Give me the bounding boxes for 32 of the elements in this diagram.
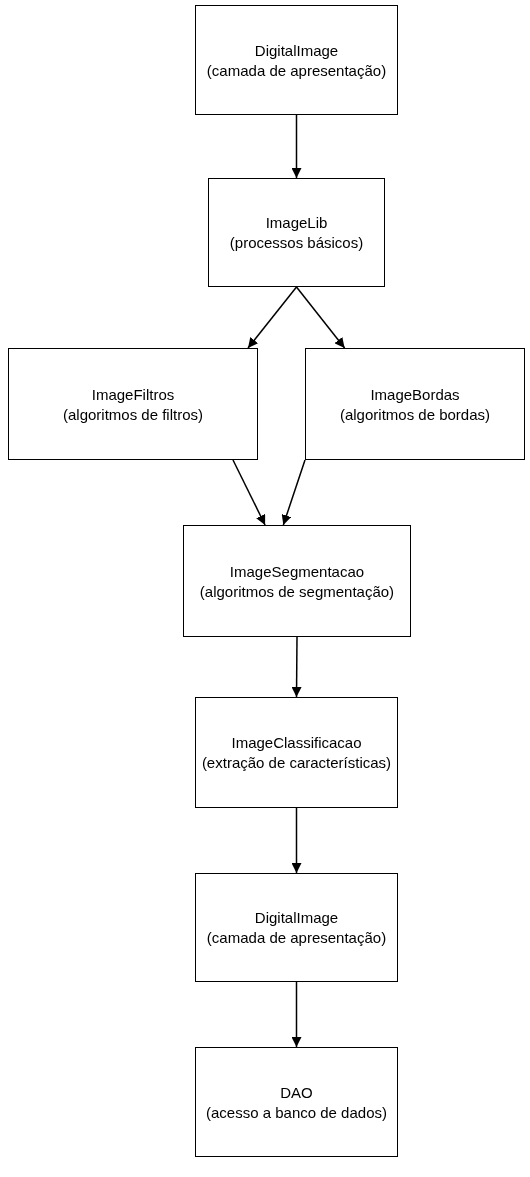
arrow bbox=[291, 636, 302, 698]
box-description: (acesso a banco de dados) bbox=[206, 1103, 387, 1121]
process-box bbox=[305, 348, 525, 460]
box-description: (processos básicos) bbox=[229, 234, 364, 251]
process-box bbox=[8, 348, 258, 460]
arrow bbox=[232, 459, 266, 526]
process-box bbox=[195, 5, 398, 115]
box-description: (algoritmos de segmentação) bbox=[199, 582, 395, 600]
box-title: DigitalImage bbox=[254, 909, 339, 926]
box-description: (algoritmos de filtros) bbox=[62, 405, 203, 423]
process-box bbox=[183, 525, 411, 637]
arrow bbox=[281, 459, 306, 526]
box-title: ImageSegmentacao bbox=[229, 562, 365, 580]
box-description: (extração de características) bbox=[201, 754, 392, 771]
process-box bbox=[208, 178, 385, 287]
arrow bbox=[291, 981, 302, 1048]
arrow bbox=[291, 807, 302, 874]
process-box bbox=[195, 1047, 398, 1157]
arrow bbox=[295, 286, 346, 349]
arrow bbox=[247, 286, 298, 349]
box-title: DAO bbox=[280, 1083, 313, 1101]
process-box bbox=[195, 873, 398, 982]
box-description: (camada de apresentação) bbox=[206, 61, 387, 79]
arrow bbox=[291, 114, 302, 179]
box-title: ImageFiltros bbox=[91, 385, 175, 403]
box-title: ImageClassificacao bbox=[231, 734, 362, 751]
box-title: DigitalImage bbox=[254, 41, 339, 59]
box-title: ImageBordas bbox=[370, 385, 460, 403]
box-description: (algoritmos de bordas) bbox=[339, 405, 491, 423]
box-description: (camada de apresentação) bbox=[206, 929, 387, 946]
process-box bbox=[195, 697, 398, 808]
box-title: ImageLib bbox=[265, 214, 328, 231]
